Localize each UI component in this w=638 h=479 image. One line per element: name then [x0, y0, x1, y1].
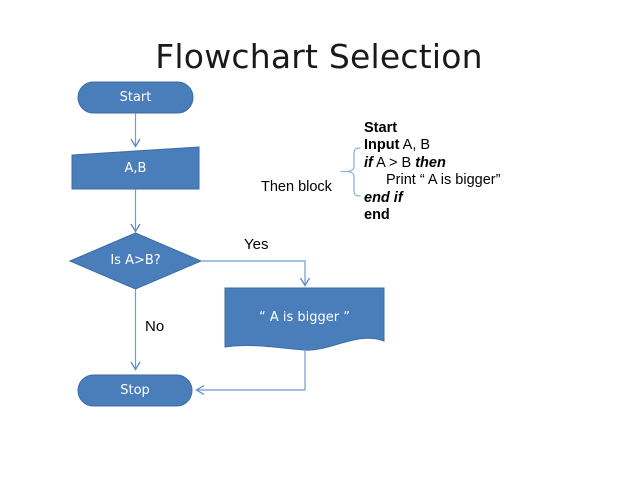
connector-decision-yes — [201, 260, 306, 285]
pseudocode-if-keyword: if — [364, 154, 373, 171]
pseudocode-line-end: end — [364, 207, 500, 224]
pseudocode-endif-keyword: end if — [364, 189, 403, 206]
then-block-label: Then block — [261, 179, 332, 195]
arrowhead-print — [299, 277, 311, 287]
pseudocode-input-keyword: Input — [364, 137, 400, 154]
node-start-shape[interactable] — [77, 81, 194, 114]
arrowhead-stop-top — [130, 361, 141, 371]
pseudocode-if-condition: A > B — [372, 154, 416, 171]
connector-print-to-stop — [197, 349, 306, 391]
pseudocode-input-args: A, B — [399, 137, 431, 154]
pseudocode-end-keyword: end — [364, 207, 390, 224]
node-input-shape[interactable] — [71, 146, 200, 190]
pseudocode-line-if: if A > B then — [364, 155, 500, 172]
pseudocode-line-input: Input A, B — [364, 137, 500, 154]
node-decision-shape[interactable] — [68, 232, 203, 290]
pseudocode-line-endif: end if — [364, 190, 500, 207]
pseudocode-start-keyword: Start — [364, 120, 398, 136]
page-title: Flowchart Selection — [155, 37, 483, 76]
arrowhead-decision — [130, 223, 141, 233]
pseudocode-line-start: Start — [364, 120, 500, 137]
pseudocode-then-keyword: then — [415, 154, 446, 171]
pseudocode-block: Start Input A, B if A > B then Print “ A… — [364, 120, 500, 224]
node-stop-shape[interactable] — [77, 374, 193, 407]
edge-label-yes: Yes — [244, 236, 269, 253]
arrowhead-input — [130, 138, 141, 148]
arrowhead-stop-right — [195, 384, 205, 396]
then-block-brace — [347, 147, 361, 197]
node-print-shape[interactable] — [224, 287, 385, 351]
edge-label-no: No — [145, 318, 165, 335]
pseudocode-line-print: Print “ A is bigger” — [386, 172, 501, 189]
